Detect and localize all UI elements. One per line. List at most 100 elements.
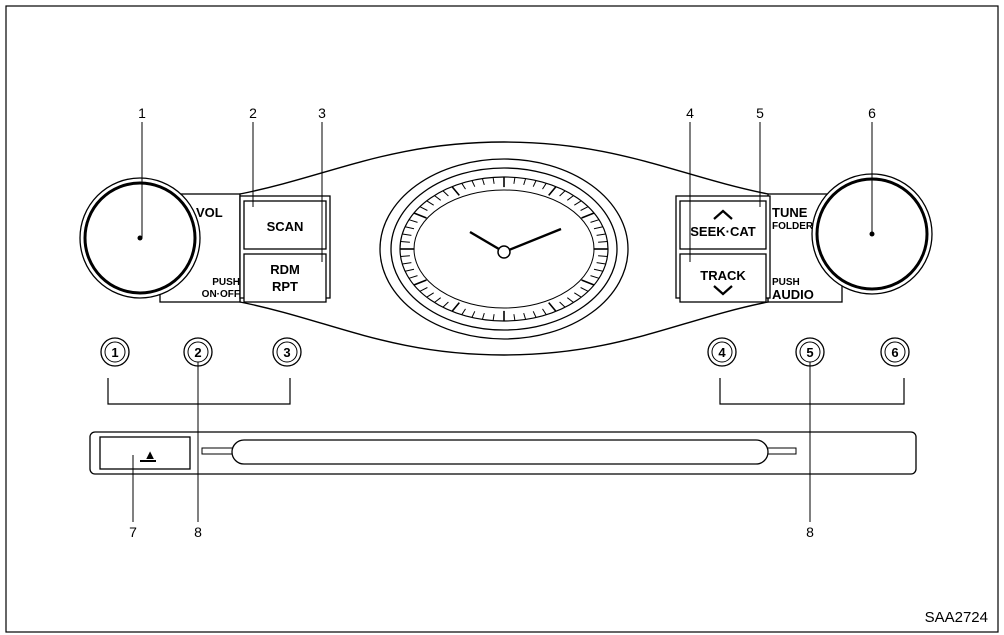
clock-tick [442,190,449,197]
figure-frame [5,5,999,633]
clock-tick [471,311,476,318]
clock-tick [413,279,427,286]
up-chevron-icon [713,209,733,220]
scan-button[interactable] [243,200,327,250]
clock-tick [513,314,516,321]
push-label-right: PUSH [772,277,800,288]
clock-tick [532,180,537,187]
clock-tick [593,268,604,272]
clock-tick [408,275,418,279]
clock-tick [442,301,449,308]
clock-tick [419,206,428,211]
clock-tick [598,255,608,257]
clock-tick [492,177,495,184]
clock-tick [532,311,537,318]
tune-label: TUNE [772,205,808,220]
clock-tick [481,312,485,320]
preset-3-label: 3 [283,345,290,360]
callout-8-left: 8 [194,524,202,540]
clock-tick [513,177,516,184]
clock-tick [419,287,428,292]
volume-knob-dot [137,235,143,241]
clock-tick [580,287,589,292]
clock-outer-ring [379,158,629,340]
clock-tick [402,262,412,265]
clock-tick [581,212,595,219]
cd-insert-slot[interactable] [231,439,769,465]
clock-tick [574,292,582,298]
clock-bezel [390,167,618,331]
callout-1: 1 [138,105,146,121]
clock-tick [581,279,595,286]
preset-2-label: 2 [194,345,201,360]
clock-tick [426,292,434,298]
callout-4: 4 [686,105,694,121]
clock-tick [426,200,434,206]
clock-tick [402,233,412,236]
eject-icon: ▲ [144,447,157,462]
clock-tick [400,241,410,243]
eject-button[interactable] [99,436,191,470]
preset-3-ring [276,341,298,363]
clock-tick [451,186,460,196]
clock-tick [461,182,466,190]
preset-4-ring [711,341,733,363]
clock-tick [559,301,566,308]
clock-tick [481,178,485,186]
folder-label: FOLDER [772,221,814,232]
clock-minute-hand [503,227,562,254]
callout-6: 6 [868,105,876,121]
clock-tick [461,308,466,316]
clock-tick [408,219,418,223]
down-chevron-icon [713,285,733,296]
left-preset-bracket [107,378,291,405]
clock-tick [404,226,415,230]
preset-5-label: 5 [806,345,813,360]
preset-6-ring [884,341,906,363]
clock-tick [548,186,557,196]
clock-tick [523,178,527,186]
preset-6-label: 6 [891,345,898,360]
clock-tick [471,180,476,187]
clock-tick [574,200,582,206]
track-label: TRACK [700,268,746,283]
clock-tick [590,275,600,279]
callout-7: 7 [129,524,137,540]
clock-ticks [400,177,608,321]
clock-tick [542,308,547,316]
clock-tick [434,297,442,303]
scan-button-label: SCAN [267,219,304,234]
clock-tick [404,268,415,272]
callout-2: 2 [249,105,257,121]
rdm-label: RDM [270,262,300,277]
clock-tick [400,255,410,257]
rpt-label: RPT [272,279,298,294]
clock-center-pin [497,245,511,259]
audio-label: AUDIO [772,287,814,302]
clock-tick [598,241,608,243]
push-label-left: PUSH [212,277,240,288]
clock-tick [413,212,427,219]
clock-tick [566,195,574,201]
clock-tick [523,312,527,320]
clock-tick [492,314,495,321]
callout-8-right: 8 [806,524,814,540]
clock-tick [596,233,606,236]
clock-tick [451,302,460,312]
callout-3: 3 [318,105,326,121]
figure-code: SAA2724 [925,609,988,626]
seek-cat-label: SEEK·CAT [690,224,756,239]
rdm-rpt-button[interactable] [243,253,327,303]
clock-tick [596,262,606,265]
callout-5: 5 [756,105,764,121]
clock-tick [590,219,600,223]
clock-tick [434,195,442,201]
seek-cat-button[interactable] [679,200,767,250]
clock-tick [542,182,547,190]
right-preset-bracket [719,378,905,405]
clock-tick [593,226,604,230]
preset-1-ring [104,341,126,363]
preset-4-label: 4 [718,345,726,360]
